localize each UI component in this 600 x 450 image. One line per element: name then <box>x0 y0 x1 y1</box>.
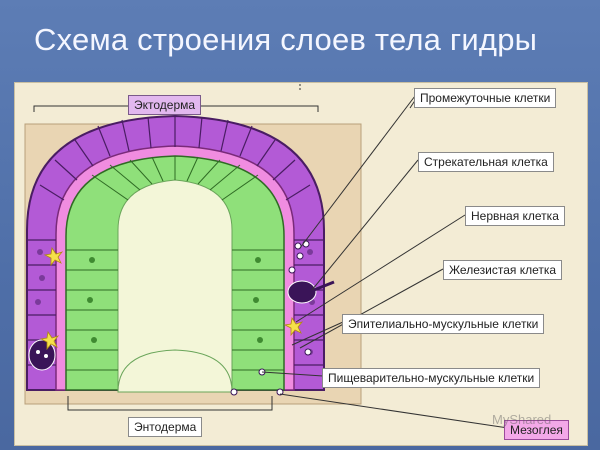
watermark: MyShared <box>492 412 552 427</box>
ectoderm-cell-walls <box>27 116 324 366</box>
label-digestive-muscle-cells: Пищеварительно-мускульные клетки <box>322 368 541 388</box>
label-nerve-cell: Нервная клетка <box>465 206 565 226</box>
leader-lines <box>261 95 509 429</box>
endoderm-nuclei <box>87 257 263 343</box>
mouth-opening <box>117 349 233 393</box>
endoderm-cell-walls <box>66 156 284 371</box>
label-interstitial-cells: Промежуточные клетки <box>414 88 557 108</box>
label-stinging-cell: Стрекательная клетка <box>418 152 554 172</box>
stinging-cell-right <box>287 280 317 304</box>
nerve-cells <box>39 246 304 351</box>
interstitial-cells <box>230 240 312 396</box>
ectoderm-label: Эктодерма <box>128 95 202 115</box>
label-epithelial-muscle-cells: Эпителиально-мускульные клетки <box>342 314 545 334</box>
slide-title: Схема строения слоев тела гидры <box>34 22 538 57</box>
endoderm-label: Энтодерма <box>128 417 203 437</box>
mesoglea-label: Мезоглея <box>504 420 569 440</box>
gastric-cavity <box>117 179 233 391</box>
label-gland-cell: Железистая клетка <box>443 260 563 280</box>
